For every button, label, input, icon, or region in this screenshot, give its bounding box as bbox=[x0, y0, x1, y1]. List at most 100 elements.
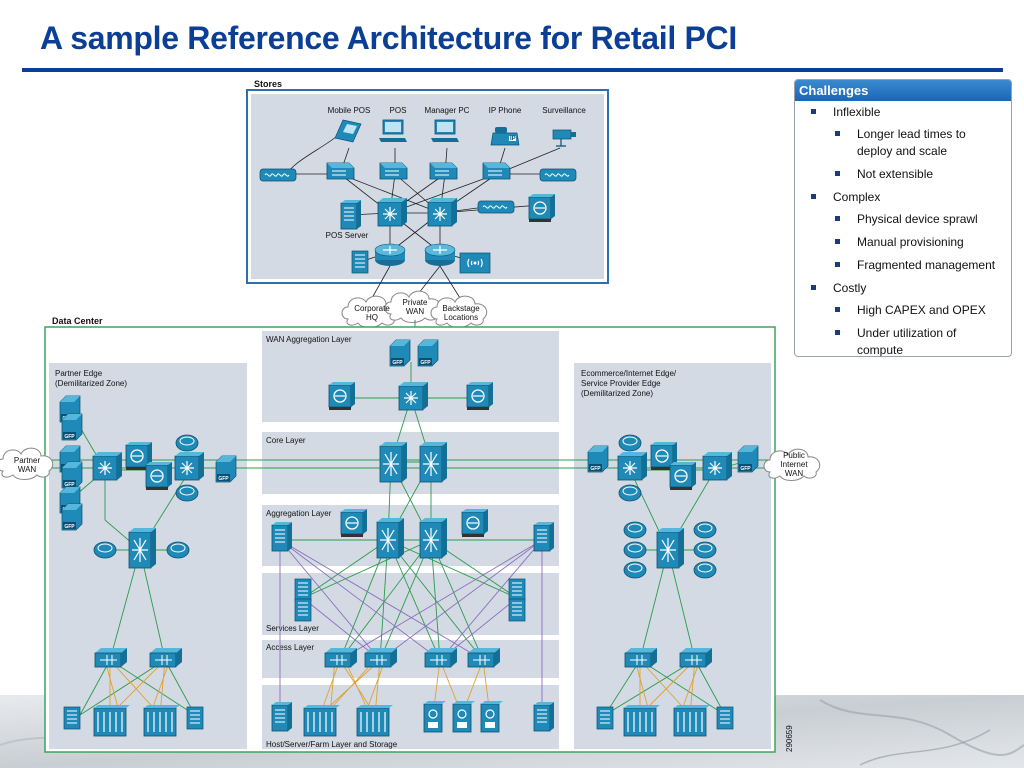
public-wan-label-2: Internet bbox=[780, 460, 808, 469]
challenge-item: Physical device sprawl bbox=[795, 208, 1011, 231]
access-switch-icon bbox=[324, 647, 358, 668]
private-wan-label-1: Private bbox=[403, 298, 428, 307]
partner-wan-label-1: Partner bbox=[14, 456, 41, 465]
ecom-vpn-icon bbox=[618, 434, 642, 452]
access-switch-icon bbox=[364, 647, 398, 668]
services-module-icon bbox=[508, 598, 526, 622]
ecom-agg-switch-icon bbox=[656, 527, 685, 569]
challenge-group: Complex bbox=[795, 186, 1011, 208]
core-layer-panel bbox=[262, 432, 559, 494]
challenges-heading: Challenges bbox=[795, 80, 1011, 101]
wireless-controller-icon bbox=[459, 252, 491, 274]
ecom-service-icon bbox=[623, 561, 647, 579]
backstage-label-1: Backstage bbox=[442, 304, 480, 313]
aggregation-layer-panel bbox=[262, 505, 559, 566]
slide-title: A sample Reference Architecture for Reta… bbox=[40, 20, 737, 56]
challenge-item: Longer lead times to deploy and scale bbox=[795, 123, 1011, 163]
partner-edge-label-2: (Demilitarized Zone) bbox=[55, 379, 127, 388]
partner-service-icon bbox=[93, 541, 117, 559]
ecom-service-icon bbox=[693, 521, 717, 539]
ecom-access-switch-icon bbox=[679, 647, 713, 668]
corporate-hq-label-2: HQ bbox=[366, 313, 378, 322]
ecommerce-edge-label-2: Service Provider Edge bbox=[581, 379, 661, 388]
agg-firewall-icon bbox=[340, 508, 368, 538]
store-l3-switch-icon bbox=[427, 197, 458, 227]
wan-l3-switch-icon bbox=[398, 381, 429, 411]
stores-label: Stores bbox=[254, 79, 282, 89]
device-label-mobile-pos: Mobile POS bbox=[328, 106, 371, 115]
device-label-pos: POS bbox=[390, 106, 407, 115]
store-wan-modem-icon bbox=[477, 200, 515, 214]
public-wan-label-1: Public bbox=[783, 451, 805, 460]
partner-vpn-icon bbox=[175, 434, 199, 452]
challenge-item: Fragmented management bbox=[795, 254, 1011, 277]
ecom-service-icon bbox=[623, 521, 647, 539]
ecom-gfp-router-icon bbox=[587, 445, 609, 473]
store-wan-modem-icon bbox=[259, 168, 297, 182]
agg-switch-icon bbox=[419, 517, 448, 559]
device-label-ip-phone: IP Phone bbox=[489, 106, 522, 115]
partner-gfp-router-icon bbox=[61, 413, 83, 441]
store-l3-switch-icon bbox=[377, 197, 408, 227]
partner-vpn-icon bbox=[175, 484, 199, 502]
pos-terminal-icon bbox=[378, 119, 408, 143]
pos-server-label: POS Server bbox=[326, 231, 369, 240]
ecom-gfp-router-icon bbox=[737, 445, 759, 473]
host-layer-label: Host/Server/Farm Layer and Storage bbox=[266, 740, 398, 749]
blade-chassis-icon bbox=[356, 704, 394, 737]
store-rack-icon bbox=[351, 250, 369, 274]
ecommerce-edge-label-3: (Demilitarized Zone) bbox=[581, 389, 653, 398]
access-switch-icon bbox=[424, 647, 458, 668]
ecom-host-icon bbox=[716, 706, 734, 730]
services-module-icon bbox=[294, 598, 312, 622]
backstage-label-2: Locations bbox=[444, 313, 478, 322]
challenge-item: Under utilization of compute bbox=[795, 322, 1011, 356]
core-switch-icon bbox=[379, 441, 408, 483]
core-layer-label: Core Layer bbox=[266, 436, 306, 445]
private-wan-label-2: WAN bbox=[406, 307, 425, 316]
partner-host-icon bbox=[186, 706, 204, 730]
ecom-host-icon bbox=[596, 706, 614, 730]
ecom-firewall-icon bbox=[669, 461, 697, 491]
partner-host-icon bbox=[63, 706, 81, 730]
services-layer-label: Services Layer bbox=[266, 624, 319, 633]
ecom-blade-icon bbox=[673, 704, 711, 737]
partner-gfp-router-icon bbox=[215, 455, 237, 483]
partner-l3-switch-icon bbox=[174, 451, 205, 481]
partner-access-switch-icon bbox=[149, 647, 183, 668]
access-layer-panel bbox=[262, 640, 559, 678]
services-module-icon bbox=[294, 578, 312, 602]
agg-appliance-icon bbox=[271, 521, 293, 552]
challenge-group: Inflexible bbox=[795, 101, 1011, 123]
partner-edge-label-1: Partner Edge bbox=[55, 369, 103, 378]
agg-switch-icon bbox=[376, 517, 405, 559]
partner-blade-icon bbox=[143, 704, 181, 737]
wan-firewall-icon bbox=[466, 381, 494, 411]
challenge-group: Costly bbox=[795, 277, 1011, 299]
ecom-l3-switch-icon bbox=[702, 451, 733, 481]
store-router-icon bbox=[374, 243, 406, 267]
pos-server-icon bbox=[340, 199, 362, 230]
title-rule bbox=[22, 68, 1003, 72]
core-switch-icon bbox=[419, 441, 448, 483]
datacenter-label: Data Center bbox=[52, 316, 103, 326]
device-label-surveillance: Surveillance bbox=[542, 106, 586, 115]
challenge-item: High CAPEX and OPEX bbox=[795, 299, 1011, 322]
ecom-l3-switch-icon bbox=[617, 451, 648, 481]
agg-firewall-icon bbox=[461, 508, 489, 538]
partner-agg-switch-icon bbox=[128, 527, 157, 569]
figure-number: 290659 bbox=[785, 725, 794, 752]
blade-chassis-icon bbox=[303, 704, 341, 737]
ecom-access-switch-icon bbox=[624, 647, 658, 668]
ip-phone-glyph: IP bbox=[510, 136, 516, 142]
ecom-blade-icon bbox=[623, 704, 661, 737]
host-server-icon bbox=[271, 701, 293, 732]
store-switch-icon bbox=[429, 162, 458, 180]
ecom-vpn-icon bbox=[618, 484, 642, 502]
partner-service-icon bbox=[166, 541, 190, 559]
public-wan-label-3: WAN bbox=[785, 469, 804, 478]
wan-aggregation-label: WAN Aggregation Layer bbox=[266, 335, 352, 344]
